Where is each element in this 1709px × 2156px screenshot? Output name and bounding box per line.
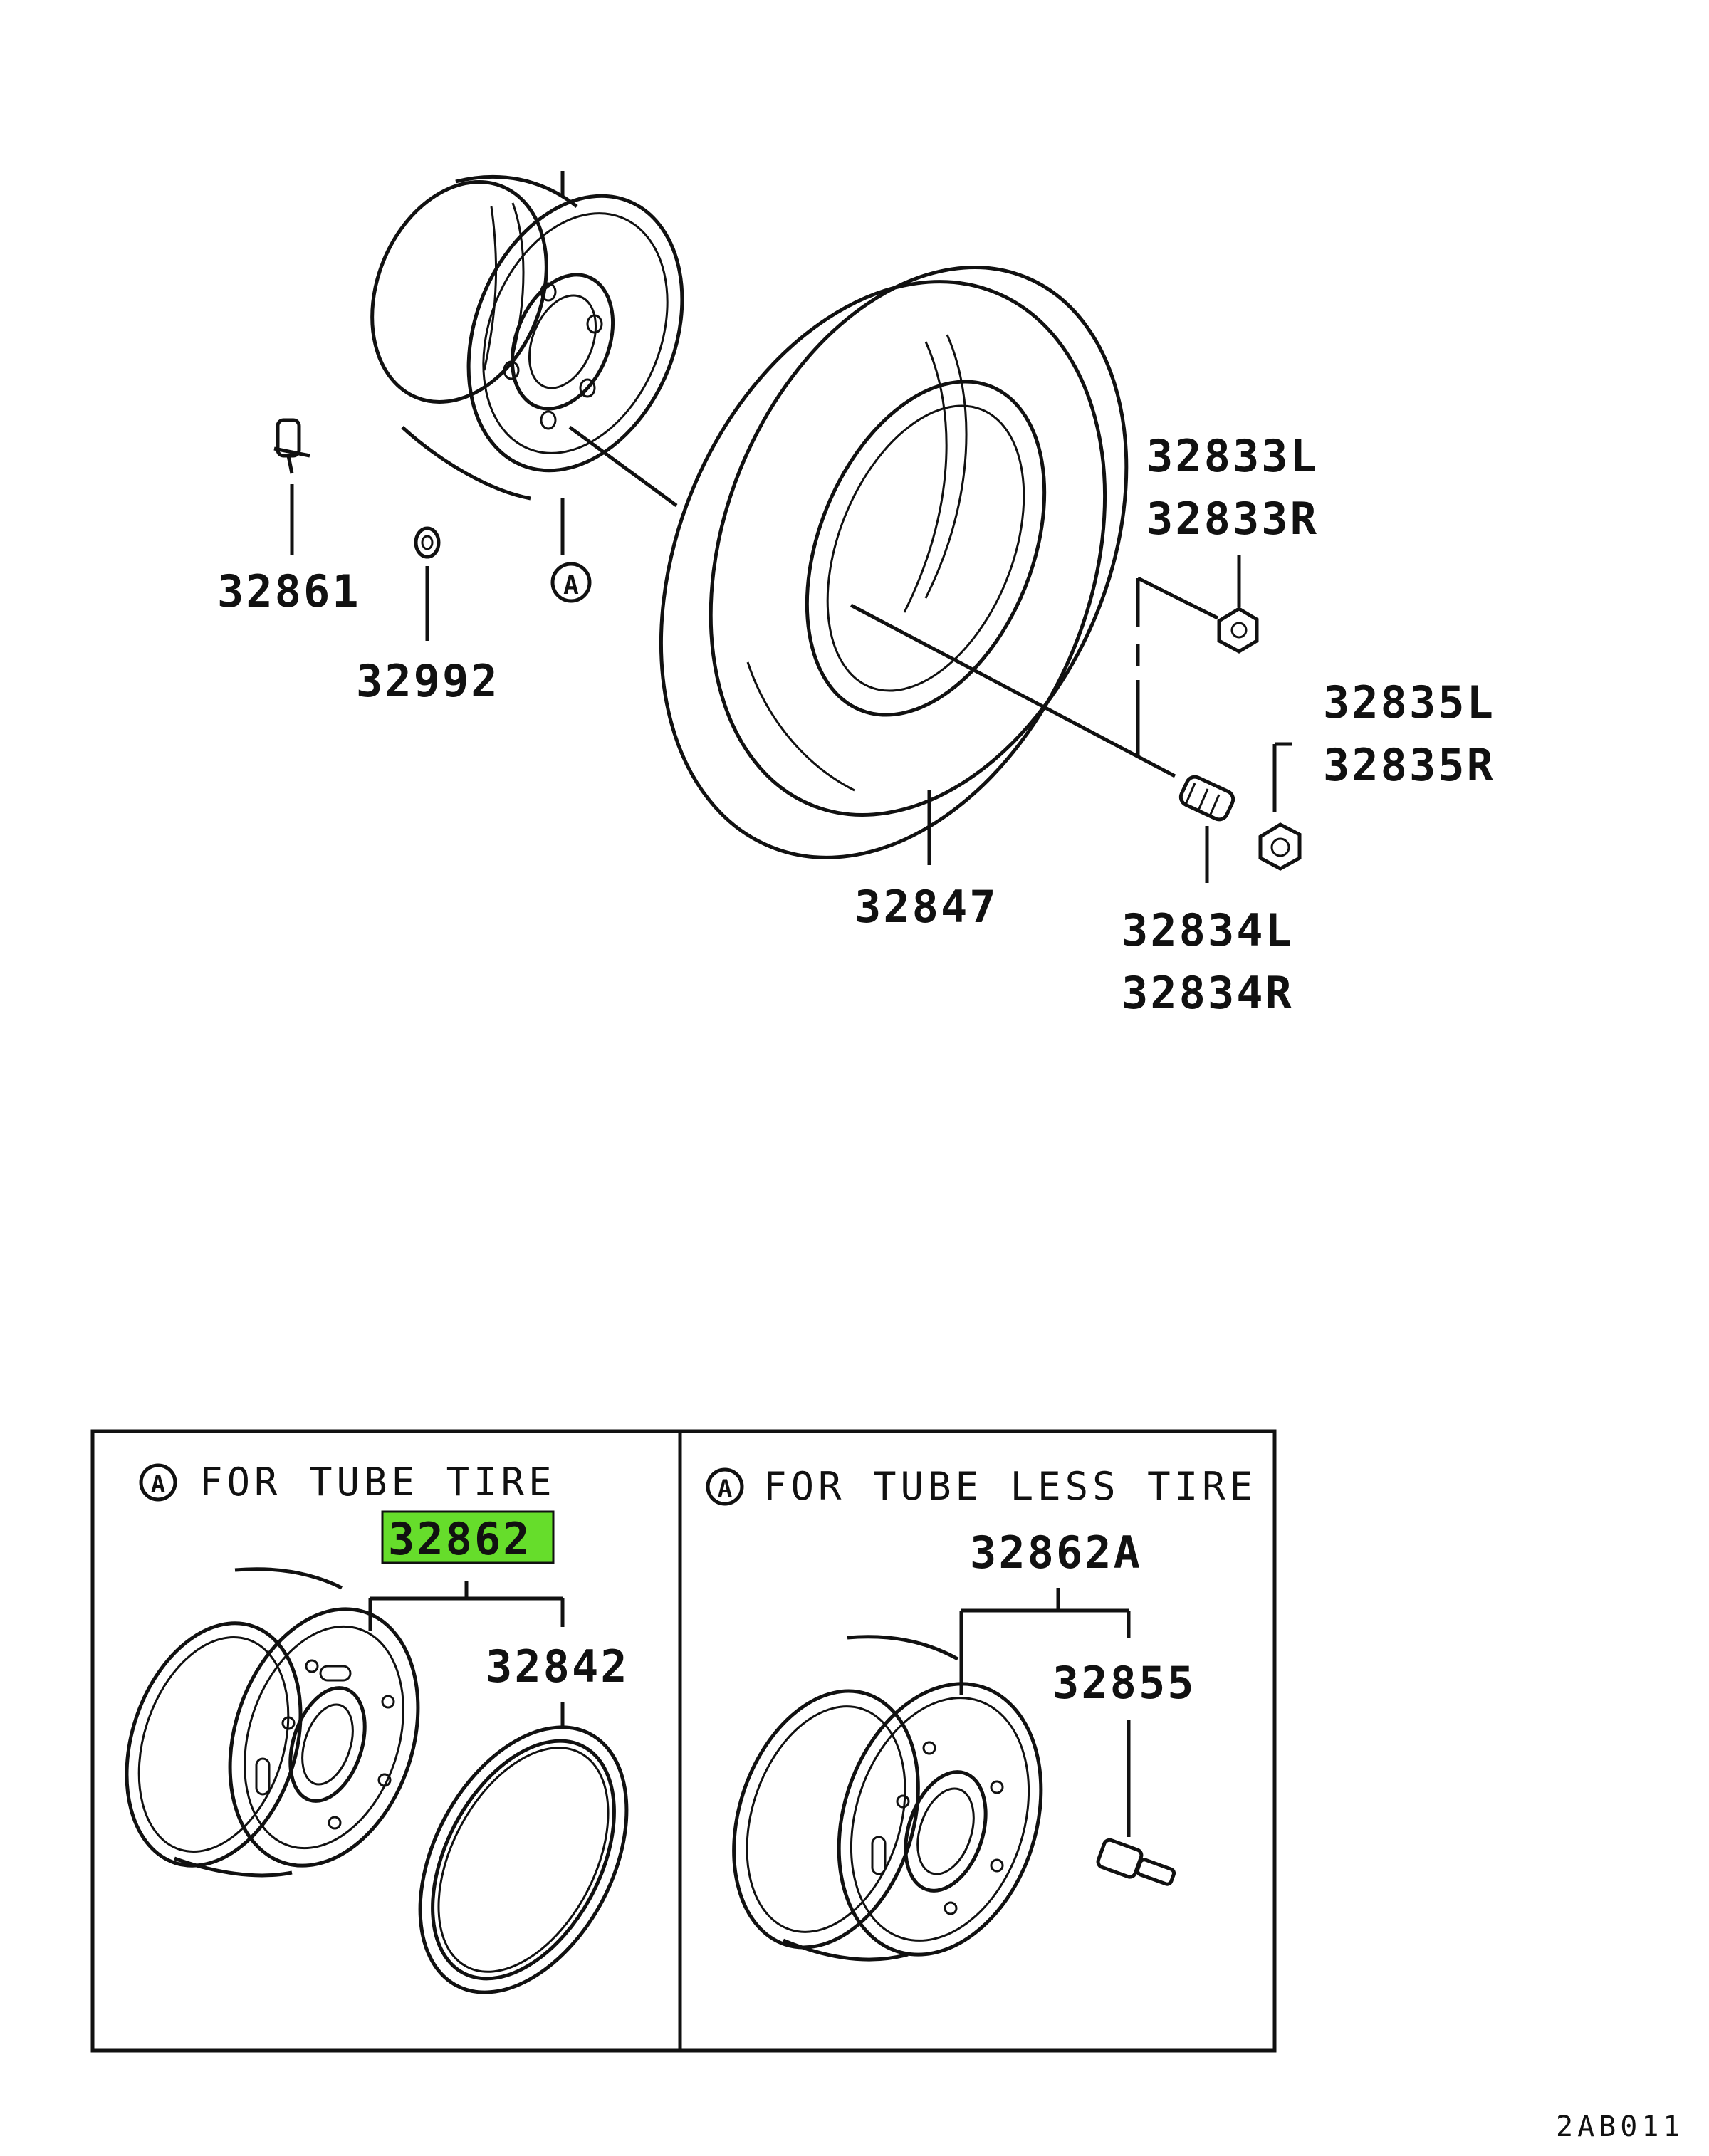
valve-icon [273,418,310,474]
label-32842: 32842 [486,1640,629,1692]
svg-text:A: A [563,571,579,600]
tire-drawing [659,266,1129,859]
label-32833L: 32833L [1146,430,1319,482]
tube-wheel-drawing [125,1567,420,1878]
tubeless-valve-icon [1096,1838,1176,1886]
ref-mark-A-left-icon: A [139,1463,177,1502]
ref-mark-A-icon: A [550,562,592,603]
label-32847: 32847 [854,881,998,933]
label-32835R: 32835R [1323,739,1495,791]
label-32834L: 32834L [1122,904,1294,956]
label-32992: 32992 [356,655,500,707]
washer-icon [414,526,441,559]
stud-bolt-icon [1178,775,1235,822]
label-32862[interactable]: 32862 [388,1513,532,1565]
tubeless-wheel-drawing [732,1635,1043,1962]
ref-mark-A-right-icon: A [706,1467,744,1506]
diagram-code: 2AB011 [1556,2110,1685,2143]
label-32834R: 32834R [1122,967,1294,1019]
detail-panels [90,1429,1277,2053]
panel-left-title: FOR TUBE TIRE [199,1460,556,1505]
highlighted-part-box [381,1510,555,1564]
label-32861: 32861 [217,565,361,617]
wheel-rim-drawing [370,174,684,501]
panel-right-title: FOR TUBE LESS TIRE [763,1464,1257,1509]
label-32835L: 32835L [1323,676,1495,728]
label-32862A: 32862A [970,1527,1142,1579]
flap-ring-drawing [418,1725,629,1994]
flange-nut-icon [1258,822,1302,871]
svg-text:A: A [718,1475,732,1503]
hex-nut-icon [1217,607,1259,654]
label-32833R: 32833R [1146,493,1319,545]
svg-text:A: A [151,1470,165,1499]
label-32855: 32855 [1052,1657,1196,1709]
